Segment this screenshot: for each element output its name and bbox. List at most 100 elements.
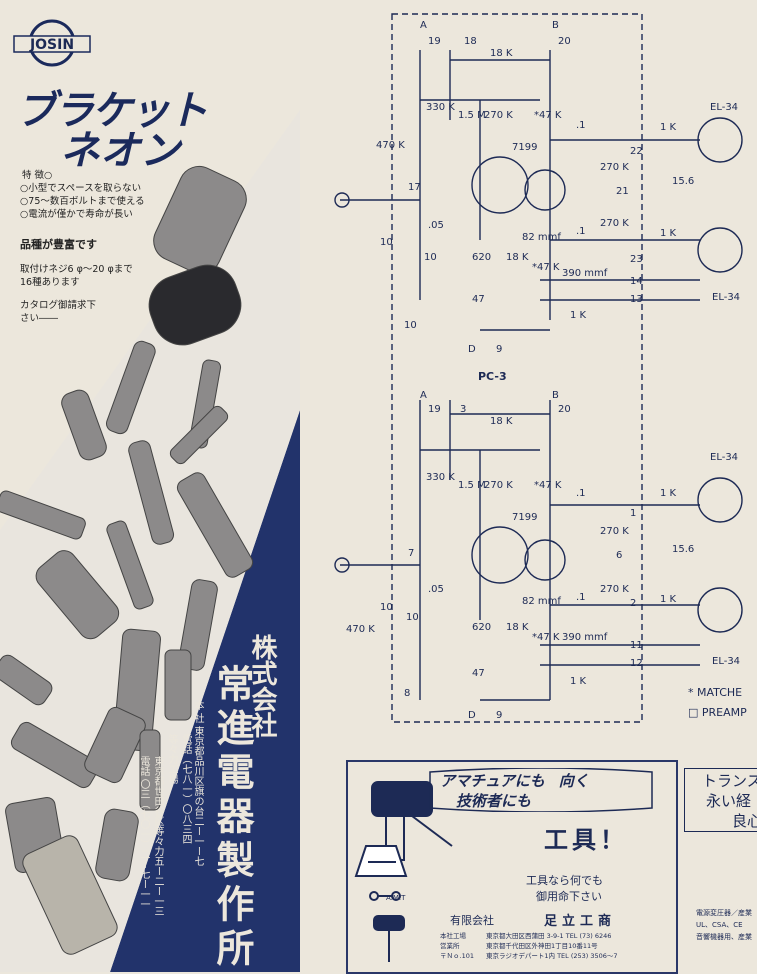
cap-label: 390 mmf bbox=[562, 632, 608, 643]
tube-label: EL-34 bbox=[710, 452, 738, 463]
node-label: 1 bbox=[630, 508, 636, 519]
neon-lamps-photo bbox=[0, 110, 300, 972]
shop-office-label: 本社工場 bbox=[440, 932, 466, 940]
resistor-label: 330 K bbox=[426, 102, 455, 113]
banner-line-2: 技術者にも bbox=[456, 792, 532, 810]
transformer-ad-line: トランス bbox=[702, 772, 757, 790]
tool-headline: 工具！ bbox=[544, 826, 628, 854]
node-label: 23 bbox=[630, 254, 643, 265]
resistor-label: 1 K bbox=[660, 488, 677, 499]
resistor-label: 47 bbox=[472, 294, 485, 305]
resistor-label: 1.5 M bbox=[458, 480, 486, 491]
tool-subline: 御用命下さい bbox=[536, 890, 602, 903]
catalog-text: さい―― bbox=[20, 313, 59, 324]
banner-line-1-b: 向く bbox=[558, 772, 589, 790]
cap-label: .05 bbox=[428, 220, 444, 231]
tool-banner bbox=[429, 768, 653, 812]
resistor-label: 470 K bbox=[376, 140, 405, 151]
node-label: 19 bbox=[428, 404, 441, 415]
node-label: 7 bbox=[408, 548, 414, 559]
shop-office-label: 営業所 bbox=[440, 942, 460, 950]
tube-label: EL-34 bbox=[710, 102, 738, 113]
resistor-label: 18 K bbox=[490, 416, 513, 427]
resistor-label: 10 bbox=[406, 612, 419, 623]
amt-label: A.M.T bbox=[386, 894, 406, 902]
resistor-label: 18 K bbox=[490, 48, 513, 59]
resistor-label: 47 bbox=[472, 668, 485, 679]
node-label: 19 bbox=[428, 36, 441, 47]
node-label: B bbox=[552, 20, 559, 31]
resistor-label: *47 K bbox=[532, 632, 560, 643]
cap-label: .1 bbox=[576, 226, 586, 237]
node-label: 11 bbox=[630, 640, 643, 651]
logo-text: JOSIN bbox=[29, 37, 74, 53]
resistor-label: 620 bbox=[472, 252, 491, 263]
address-line: 電話 〇三（七〇一）二ー七ー一一 bbox=[138, 756, 149, 910]
mount-text: 16種あります bbox=[20, 277, 80, 288]
feature-item: ○75～数百ボルトまで使える bbox=[20, 196, 145, 207]
node-label: 3 bbox=[460, 404, 466, 415]
tube-label: 7199 bbox=[512, 142, 537, 153]
banner-line-1-a: アマチュアにも bbox=[440, 772, 545, 790]
shop-type: 有限会社 bbox=[450, 914, 494, 927]
resistor-label: 270 K bbox=[484, 480, 513, 491]
mount-text: 取付けネジ6 φ～20 φまで bbox=[20, 264, 133, 275]
cap-label: .1 bbox=[576, 592, 586, 603]
resistor-label: *47 K bbox=[534, 110, 562, 121]
bracket-neon-ad: JOSIN ブラケット ネオン 特 徴○ ○小型でスペースを取らない ○75～数… bbox=[0, 0, 300, 972]
resistor-label: 1 K bbox=[660, 594, 677, 605]
company-type: 株式会社 bbox=[247, 634, 277, 738]
node-label: 9 bbox=[496, 710, 502, 721]
transformer-ad-line: 永い経 bbox=[706, 792, 752, 810]
resistor-label: 270 K bbox=[600, 218, 629, 229]
node-label: A bbox=[420, 390, 427, 401]
transformer-ad-small: UL、CSA、CE bbox=[696, 921, 743, 929]
node-label: 13 bbox=[630, 294, 643, 305]
resistor-label: 18 K bbox=[506, 622, 529, 633]
node-label: D bbox=[468, 344, 476, 355]
node-label: 20 bbox=[558, 36, 571, 47]
resistor-label: 1.5 M bbox=[458, 110, 486, 121]
node-label: 2 bbox=[630, 598, 636, 609]
node-label: A bbox=[420, 20, 427, 31]
resistor-label: 330 K bbox=[426, 472, 455, 483]
address-line: 東京都世田谷区等々力五ー二ー一三 bbox=[152, 756, 163, 916]
josin-logo: JOSIN bbox=[13, 19, 91, 67]
resistor-label: 15.6 bbox=[672, 176, 694, 187]
resistor-label: 270 K bbox=[600, 526, 629, 537]
resistor-label: 10 bbox=[380, 602, 393, 613]
node-label: 9 bbox=[496, 344, 502, 355]
legend-matched: * MATCHE bbox=[688, 686, 743, 699]
features-title: 特 徴○ bbox=[22, 170, 53, 181]
resistor-label: 270 K bbox=[484, 110, 513, 121]
cap-label: 82 mmf bbox=[522, 232, 561, 243]
legend-preamp: □ PREAMP bbox=[688, 706, 747, 719]
vise-tools-illustration bbox=[354, 781, 453, 962]
transformer-ad-small: 電源変圧器／産業 bbox=[696, 909, 752, 917]
resistor-label: 1 K bbox=[570, 310, 587, 321]
shop-address: 東京都大田区西蒲田 3-9-1 TEL (73) 6246 bbox=[486, 932, 612, 940]
resistor-label: 270 K bbox=[600, 162, 629, 173]
node-label: 8 bbox=[404, 688, 410, 699]
resistor-label: 1 K bbox=[660, 228, 677, 239]
feature-item: ○電流が僅かで寿命が長い bbox=[20, 209, 133, 220]
transformer-ad-line: 良心 bbox=[732, 812, 757, 830]
tube-label: EL-34 bbox=[712, 656, 740, 667]
node-label: 22 bbox=[630, 146, 643, 157]
cap-label: 390 mmf bbox=[562, 268, 608, 279]
resistor-label: 10 bbox=[424, 252, 437, 263]
shop-name: 足立工商 bbox=[544, 914, 617, 929]
banner-line-1: アマチュアにも向く bbox=[440, 770, 589, 791]
cap-label: .1 bbox=[576, 120, 586, 131]
feature-item: ○小型でスペースを取らない bbox=[20, 183, 142, 194]
node-label: 10 bbox=[404, 320, 417, 331]
cap-label: .05 bbox=[428, 584, 444, 595]
node-label: 20 bbox=[558, 404, 571, 415]
node-label: 21 bbox=[616, 186, 629, 197]
node-label: B bbox=[552, 390, 559, 401]
resistor-label: *47 K bbox=[532, 262, 560, 273]
address-line: 電話（七八一）〇八三四 bbox=[180, 734, 191, 844]
resistor-label: 620 bbox=[472, 622, 491, 633]
resistor-label: 18 K bbox=[506, 252, 529, 263]
node-label: D bbox=[468, 710, 476, 721]
